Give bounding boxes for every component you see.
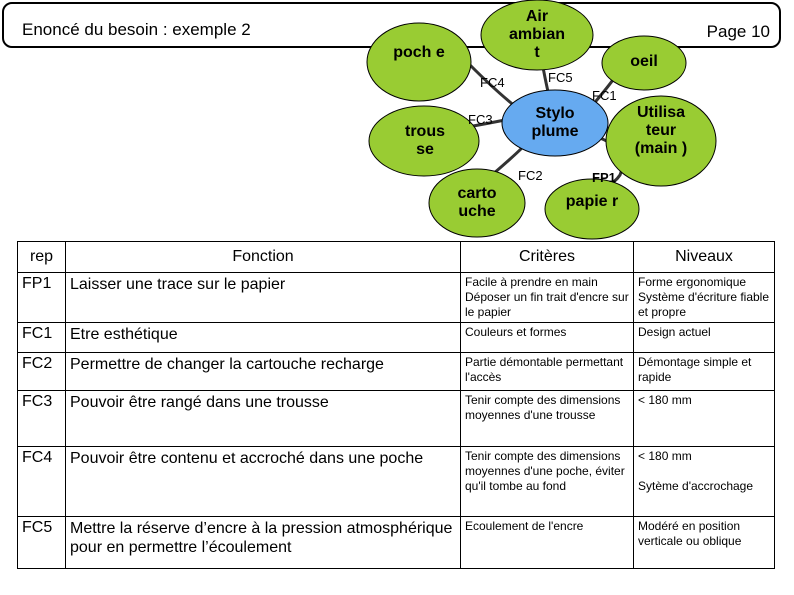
node-center-label: Stylo plume (531, 105, 579, 140)
cell-niveaux: Démontage simple et rapide (633, 352, 775, 391)
label-fc2: FC2 (518, 168, 543, 183)
label-fc3: FC3 (468, 112, 493, 127)
table-row: FP1 Laisser une trace sur le papier Faci… (17, 272, 775, 323)
node-papier-label: papie r (565, 193, 619, 210)
cell-criteres: Ecoulement de l'encre (460, 516, 634, 569)
node-poche (366, 22, 472, 102)
cell-criteres: Tenir compte des dimensions moyennes d'u… (460, 390, 634, 447)
cell-fonction: Etre esthétique (65, 322, 461, 353)
cell-niveaux: < 180 mm (633, 390, 775, 447)
label-fc4: FC4 (480, 75, 505, 90)
label-fp1: FP1 (592, 170, 616, 185)
cell-niveaux: < 180 mm Sytème d'accrochage (633, 446, 775, 517)
cell-criteres: Tenir compte des dimensions moyennes d'u… (460, 446, 634, 517)
node-center (501, 89, 609, 157)
cell-niveaux: Design actuel (633, 322, 775, 353)
cell-niveaux: Modéré en position verticale ou oblique (633, 516, 775, 569)
functions-diagram (366, 0, 717, 240)
node-trousse (368, 105, 480, 177)
cell-criteres: Facile à prendre en main Déposer un fin … (460, 272, 634, 323)
cell-rep: FC5 (17, 516, 66, 569)
col-header-niveaux: Niveaux (633, 241, 775, 273)
cell-criteres: Partie démontable permettant l'accès (460, 352, 634, 391)
table-header-row: rep Fonction Critères Niveaux (17, 241, 775, 273)
node-utilisateur (605, 95, 717, 187)
col-header-fonction: Fonction (65, 241, 461, 273)
cell-rep: FC4 (17, 446, 66, 517)
cell-rep: FP1 (17, 272, 66, 323)
node-oeil (601, 35, 687, 91)
cell-rep: FC1 (17, 322, 66, 353)
cell-fonction: Laisser une trace sur le papier (65, 272, 461, 323)
cell-fonction: Permettre de changer la cartouche rechar… (65, 352, 461, 391)
table-row: FC4 Pouvoir être contenu et accroché dan… (17, 446, 775, 517)
table-row: FC2 Permettre de changer la cartouche re… (17, 352, 775, 391)
cell-rep: FC2 (17, 352, 66, 391)
col-header-criteres: Critères (460, 241, 634, 273)
label-fc5: FC5 (548, 70, 573, 85)
table-row: FC5 Mettre la réserve d’encre à la press… (17, 516, 775, 569)
node-air (480, 0, 594, 71)
node-poche-label: poch e (393, 44, 445, 61)
cell-fonction: Pouvoir être contenu et accroché dans un… (65, 446, 461, 517)
node-trousse-label: trous se (405, 123, 445, 158)
label-fc1: FC1 (592, 88, 617, 103)
cell-niveaux: Forme ergonomique Système d'écriture fia… (633, 272, 775, 323)
cell-criteres: Couleurs et formes (460, 322, 634, 353)
cell-rep: FC3 (17, 390, 66, 447)
node-air-label: Air ambian t (508, 8, 565, 61)
node-oeil-label: oeil (630, 53, 658, 70)
node-utilisateur-label: Utilisa teur (main ) (634, 104, 688, 157)
page-number: Page 10 (706, 22, 770, 41)
functions-table: rep Fonction Critères Niveaux FP1 Laisse… (17, 241, 775, 569)
page-title: Enoncé du besoin : exemple 2 (22, 20, 251, 39)
node-cartouche-label: carto uche (457, 185, 497, 220)
table-row: FC3 Pouvoir être rangé dans une trousse … (17, 390, 775, 447)
col-header-rep: rep (17, 241, 66, 273)
cell-fonction: Pouvoir être rangé dans une trousse (65, 390, 461, 447)
table-row: FC1 Etre esthétique Couleurs et formes D… (17, 322, 775, 353)
node-cartouche (428, 168, 526, 238)
cell-fonction: Mettre la réserve d’encre à la pression … (65, 516, 461, 569)
node-papier (544, 178, 640, 240)
